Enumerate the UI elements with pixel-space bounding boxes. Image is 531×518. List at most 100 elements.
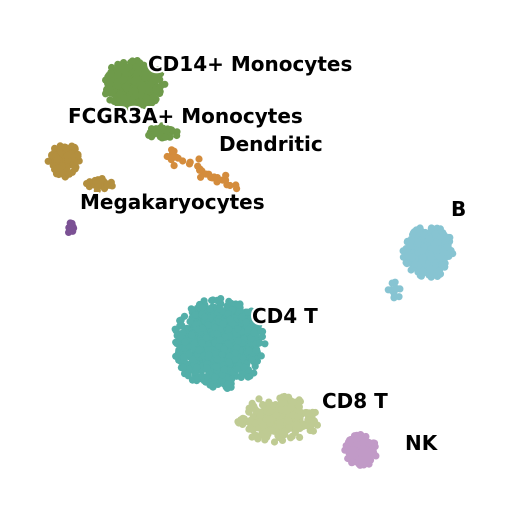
point-cd4-t (224, 340, 232, 348)
point-cd14-monocytes (138, 81, 146, 89)
point-cd8-t (263, 433, 271, 441)
point-cd4-t (206, 305, 214, 313)
point-cd14-monocytes (137, 91, 145, 99)
label-b: B (451, 197, 466, 221)
point-cd4-t (245, 347, 253, 355)
point-b (417, 272, 425, 280)
label-nk: NK (405, 431, 439, 455)
point-cd4-t (206, 381, 214, 389)
point-dendritic (169, 152, 177, 160)
point-b (402, 245, 410, 253)
point-cd4-t (250, 329, 258, 337)
point-cd4-t (234, 325, 242, 333)
point-cd4-t (220, 365, 228, 373)
point-cd14-monocytes (163, 127, 171, 135)
point-cd4-t (224, 380, 232, 389)
point-nk (369, 445, 377, 453)
point-cd8-t (287, 434, 295, 442)
point-cd8-t (294, 413, 302, 421)
point-cd14-monocytes (114, 82, 122, 90)
point-dendritic (202, 170, 210, 178)
point-cd4-t (198, 303, 207, 312)
point-cd4-t (188, 331, 196, 339)
point-cd4-t (231, 349, 239, 357)
point-b (388, 279, 396, 287)
point-b (444, 243, 452, 251)
point-cd8-t (291, 428, 299, 436)
label-dendritic: Dendritic (219, 132, 323, 156)
point-cd14-monocytes (122, 83, 130, 91)
point-cd4-t (261, 340, 269, 348)
point-cd4-t (213, 330, 221, 338)
point-cd4-t (204, 321, 212, 329)
point-b (409, 229, 417, 237)
point-b (426, 235, 434, 243)
point-cd4-t (202, 334, 210, 342)
point-b (434, 267, 443, 276)
point-nk (359, 439, 367, 447)
point-cd8-t (270, 438, 279, 446)
point-nk (344, 438, 353, 446)
point-cd14-monocytes (107, 69, 115, 77)
point-b (403, 260, 411, 268)
point-cd4-t (212, 363, 221, 371)
point-cd8-t (251, 419, 259, 427)
point-fcgr3a-monocytes (63, 151, 71, 160)
point-cd4-t (233, 365, 241, 373)
label-cd8-t: CD8 T (322, 389, 388, 413)
point-dendritic (179, 157, 187, 165)
point-cd4-t (199, 324, 207, 332)
point-cd4-t (248, 356, 256, 364)
point-cd4-t (201, 313, 209, 321)
point-dendritic (223, 181, 231, 189)
point-cd4-t (225, 297, 233, 305)
point-cd4-t (216, 336, 224, 344)
point-dendritic (170, 162, 178, 170)
point-cd4-t (220, 345, 228, 353)
point-b (449, 250, 457, 258)
point-cd14-monocytes (108, 89, 116, 97)
point-b (390, 292, 398, 300)
point-cd4-t (257, 352, 265, 360)
point-cd8-t (285, 417, 293, 425)
point-fcgr3a-monocytes (83, 180, 91, 188)
label-megakaryocytes: Megakaryocytes (80, 190, 265, 214)
point-cd4-t (171, 325, 179, 333)
point-cd8-t (276, 419, 284, 427)
point-cd4-t (238, 313, 246, 321)
point-cd8-t (304, 416, 312, 424)
point-cd8-t (296, 397, 304, 406)
point-cd4-t (233, 343, 241, 351)
point-nk (353, 440, 361, 448)
point-nk (349, 446, 357, 454)
point-b (411, 260, 419, 268)
point-cd8-t (296, 433, 304, 441)
point-cd4-t (216, 305, 224, 313)
label-cd14-monocytes: CD14+ Monocytes (148, 52, 352, 76)
point-b (436, 225, 444, 233)
point-cd14-monocytes (102, 90, 110, 98)
point-cd14-monocytes (142, 94, 151, 102)
point-cd14-monocytes (130, 77, 138, 85)
point-cd8-t (305, 409, 313, 417)
point-cd4-t (181, 338, 189, 346)
point-b (431, 230, 439, 239)
point-cd4-t (186, 317, 194, 326)
point-cd8-t (295, 403, 303, 411)
point-megakaryocytes (65, 228, 73, 236)
point-cd4-t (242, 318, 250, 326)
point-dendritic (185, 160, 194, 168)
point-nk (355, 432, 363, 440)
point-cd4-t (211, 350, 219, 358)
point-cd4-t (224, 310, 232, 318)
point-megakaryocytes (67, 223, 75, 231)
point-cd4-t (180, 312, 189, 320)
point-cd4-t (198, 372, 206, 380)
point-cd14-monocytes (111, 97, 119, 105)
point-b (426, 265, 434, 273)
point-cd8-t (256, 411, 264, 419)
point-nk (355, 460, 363, 468)
point-dendritic (232, 181, 240, 189)
label-fcgr3a-monocytes: FCGR3A+ Monocytes (68, 104, 303, 128)
